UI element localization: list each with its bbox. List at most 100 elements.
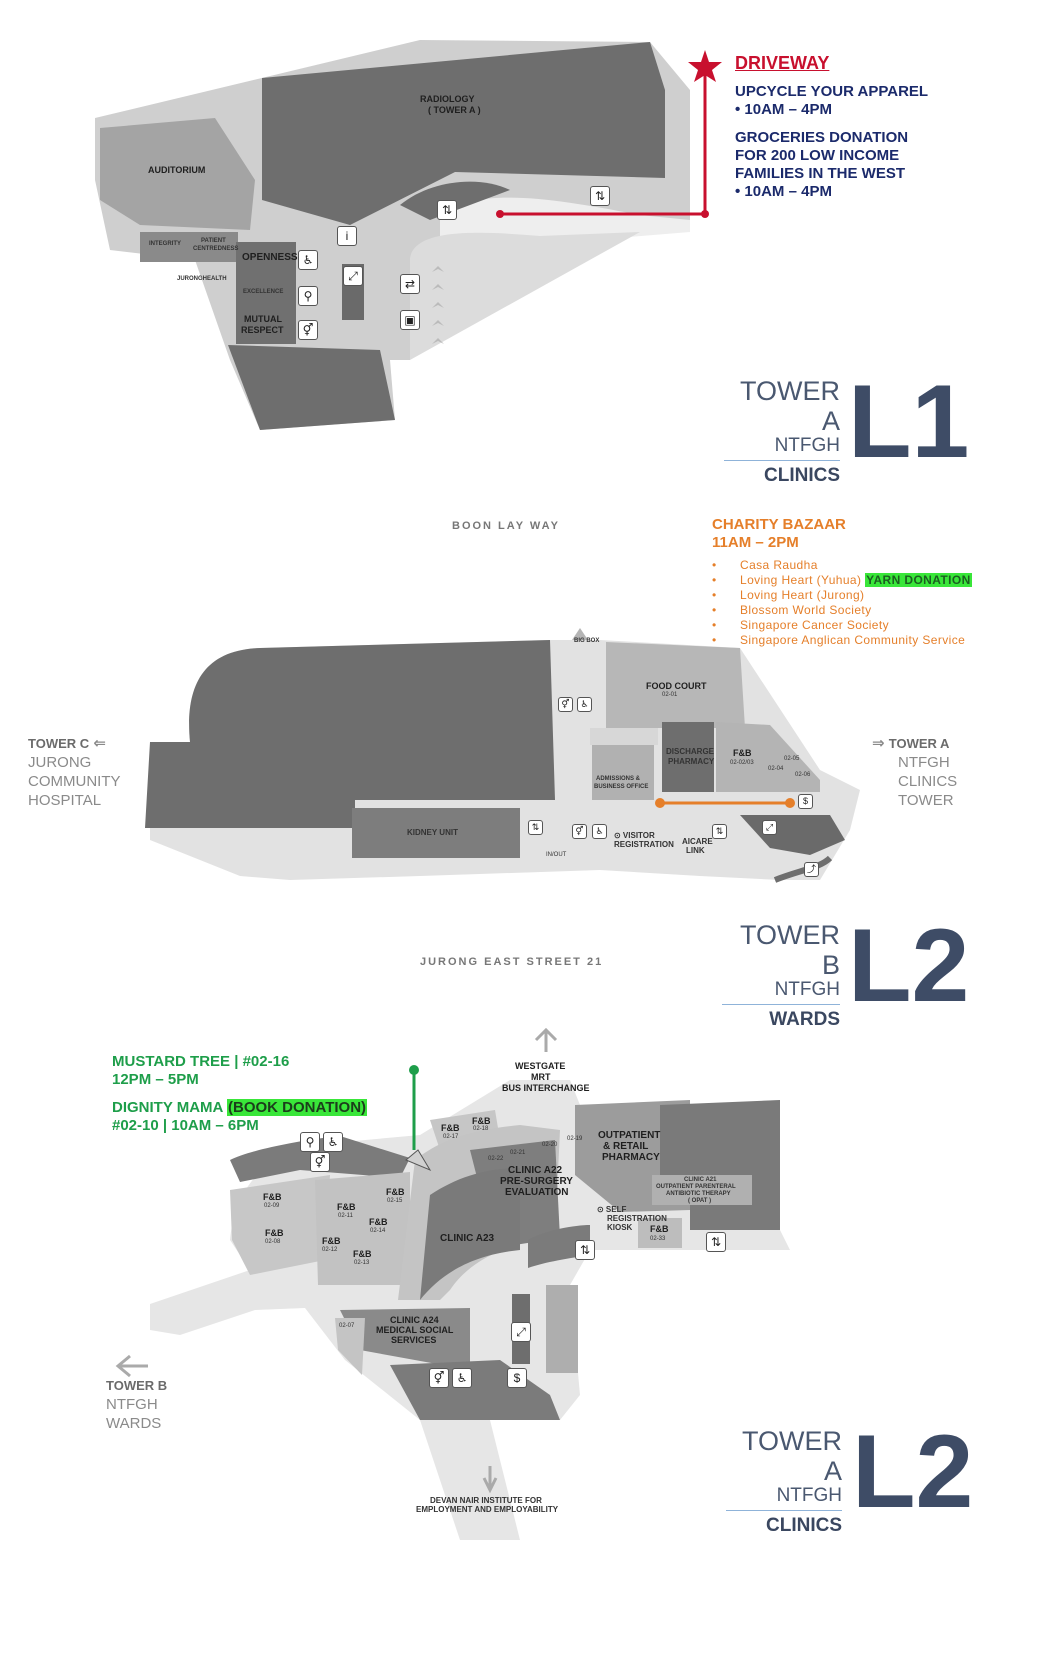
right-lower-block bbox=[546, 1285, 578, 1373]
restroom-icon: ⚥ bbox=[558, 697, 573, 712]
fnb-0212-label: F&B bbox=[322, 1236, 341, 1246]
groceries-title-3: FAMILIES IN THE WEST bbox=[735, 165, 906, 182]
values-block bbox=[236, 242, 296, 344]
bazaar-item: •Loving Heart (Yuhua) YARN DONATION bbox=[712, 573, 972, 587]
discharge-label-1: DISCHARGE bbox=[666, 747, 715, 756]
unit-0233: 02-33 bbox=[650, 1236, 666, 1242]
kiosk-arc-block bbox=[528, 1225, 590, 1268]
wheelchair-icon: ♿ bbox=[577, 697, 592, 712]
auditorium-block bbox=[100, 118, 255, 230]
l1-tower-name: TOWER A bbox=[740, 376, 840, 436]
red-route-corner bbox=[701, 210, 709, 218]
self-reg-label-2: REGISTRATION bbox=[607, 1214, 667, 1223]
radiology-block bbox=[262, 42, 665, 225]
food-court-label: FOOD COURT bbox=[646, 681, 707, 691]
green-route-end-tile bbox=[405, 1149, 432, 1172]
westgate-arrow bbox=[534, 1027, 558, 1052]
admissions-block bbox=[592, 745, 654, 800]
lift-icon-2: ⇅ bbox=[590, 186, 610, 206]
admissions-gap bbox=[590, 728, 658, 745]
l1-building: NTFGH bbox=[774, 435, 840, 456]
bazaar-item: •Blossom World Society bbox=[712, 603, 872, 617]
unit-0204: 02-04 bbox=[768, 766, 784, 772]
groceries-title-1: GROCERIES DONATION bbox=[735, 129, 909, 146]
self-reg-label-1: ⊙ SELF bbox=[597, 1205, 627, 1214]
l1-lower-block bbox=[228, 345, 395, 430]
bazaar-heading: CHARITY BAZAAR bbox=[712, 516, 846, 533]
integrity-block bbox=[140, 232, 238, 262]
l2b-main-block bbox=[145, 640, 555, 828]
atm-icon: $ bbox=[507, 1368, 527, 1388]
l2b-level: L2 bbox=[848, 908, 970, 1024]
fnb-0218-label: F&B bbox=[472, 1116, 491, 1126]
fnb-label: F&B bbox=[733, 748, 752, 758]
l2a-map bbox=[115, 1027, 790, 1540]
aicare-label-2: LINK bbox=[686, 846, 705, 855]
wheelchair-icon: ♿ bbox=[323, 1132, 343, 1152]
a22-label-2: PRE-SURGERY bbox=[500, 1176, 573, 1187]
dignity-mama-name: DIGNITY MAMA bbox=[112, 1099, 223, 1116]
unit-0207-block bbox=[335, 1318, 365, 1375]
taxi-icon: ▣ bbox=[400, 310, 420, 330]
escalator-icon: ⤢ bbox=[343, 266, 363, 286]
a24-label-1: CLINIC A24 bbox=[390, 1315, 439, 1325]
outpatient-label-1: OUTPATIENT bbox=[598, 1130, 661, 1141]
unit-0219: 02-19 bbox=[567, 1136, 583, 1142]
unit-0207: 02-07 bbox=[339, 1323, 355, 1329]
a21-label-1: CLINIC A21 bbox=[684, 1177, 717, 1183]
wheelchair-icon: ♿ bbox=[592, 824, 607, 839]
unit-0221: 02-21 bbox=[510, 1150, 526, 1156]
visitor-label-2: REGISTRATION bbox=[614, 840, 674, 849]
unit-0218: 02-18 bbox=[473, 1126, 489, 1132]
drop-off-icon: ⇄ bbox=[400, 274, 420, 294]
a22-label-1: CLINIC A22 bbox=[508, 1165, 563, 1176]
clinic-a23-block bbox=[420, 1168, 520, 1300]
l1-title-block: TOWER A NTFGH CLINICS bbox=[724, 376, 840, 487]
lift-icon: ⇅ bbox=[712, 824, 727, 839]
kidney-label: KIDNEY UNIT bbox=[407, 828, 458, 837]
lift-icon: ⇅ bbox=[437, 200, 457, 220]
groceries-time: • 10AM – 4PM bbox=[735, 183, 832, 200]
centredness-label: CENTREDNESS bbox=[193, 246, 239, 252]
l2a-tower-name: TOWER A bbox=[742, 1426, 842, 1486]
orange-route-start bbox=[655, 798, 665, 808]
radiology-sub-label: ( TOWER A ) bbox=[428, 105, 481, 115]
visitor-label-1: ⊙ VISITOR bbox=[614, 831, 655, 840]
tower-c-line4: HOSPITAL bbox=[28, 792, 102, 809]
unit-0222: 02-22 bbox=[488, 1156, 504, 1162]
atm-icon: $ bbox=[798, 794, 813, 809]
food-court-unit: 02-01 bbox=[662, 692, 678, 698]
drive-lane bbox=[410, 232, 640, 360]
integrity-label: INTEGRITY bbox=[149, 241, 182, 247]
l2b-divider bbox=[722, 1004, 840, 1005]
a24-label-2: MEDICAL SOCIAL bbox=[376, 1325, 454, 1335]
driveway-heading: DRIVEWAY bbox=[735, 53, 830, 73]
big-box-label: BIG BOX bbox=[574, 638, 600, 644]
fnb-0233-block bbox=[638, 1218, 682, 1248]
l2b-map bbox=[145, 628, 860, 883]
jurong-health-label: JURONGHEALTH bbox=[177, 276, 227, 282]
fnb-0209-block bbox=[230, 1175, 330, 1275]
a23-label: CLINIC A23 bbox=[440, 1233, 495, 1244]
restroom-icon: ⚥ bbox=[298, 320, 318, 340]
westgate-label-3: BUS INTERCHANGE bbox=[502, 1083, 590, 1093]
admissions-label-2: BUSINESS OFFICE bbox=[594, 784, 649, 790]
unit-0213: 02-13 bbox=[354, 1260, 370, 1266]
tower-b-line1: TOWER B bbox=[106, 1378, 168, 1393]
dignity-mama-time: #02-10 | 10AM – 6PM bbox=[112, 1117, 259, 1134]
green-route-start bbox=[409, 1065, 419, 1075]
l2b-tower-name: TOWER B bbox=[740, 920, 840, 980]
tower-b-destination: TOWER B NTFGH WARDS bbox=[106, 1376, 167, 1433]
openness-label: OPENNESS bbox=[242, 252, 298, 263]
fnb-0211-label: F&B bbox=[337, 1202, 356, 1212]
l2a-level: L2 bbox=[852, 1414, 974, 1530]
fnb-0215-label: F&B bbox=[386, 1187, 405, 1197]
tower-b-line3: WARDS bbox=[106, 1415, 162, 1432]
bazaar-item: •Singapore Cancer Society bbox=[712, 618, 890, 632]
bazaar-time: 11AM – 2PM bbox=[712, 534, 799, 551]
l2b-title-block: TOWER B NTFGH WARDS bbox=[722, 920, 840, 1031]
fnb-0233-label: F&B bbox=[650, 1224, 669, 1234]
tower-a-line4: TOWER bbox=[898, 792, 954, 809]
wheelchair-icon: ♿ bbox=[452, 1368, 472, 1388]
westgate-label-1: WESTGATE bbox=[515, 1061, 566, 1071]
